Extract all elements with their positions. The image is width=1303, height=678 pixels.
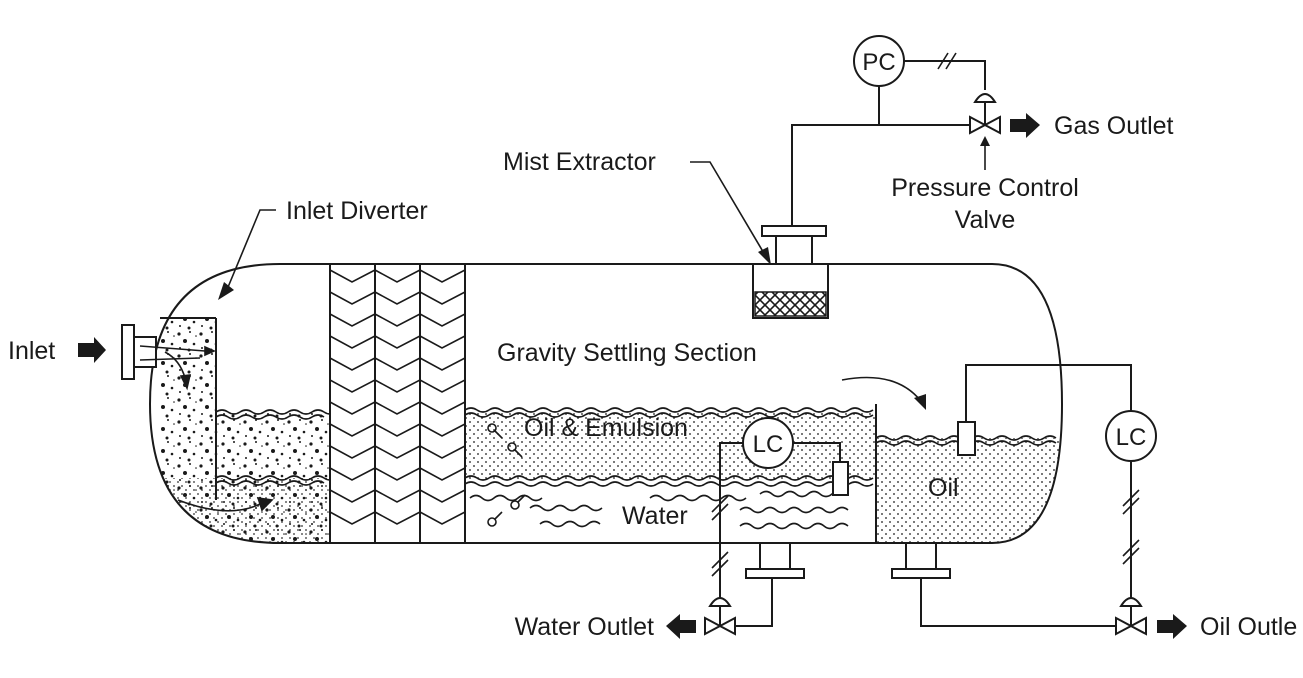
mist-extractor-label: Mist Extractor xyxy=(503,148,656,176)
interface-signal-hash-2 xyxy=(711,551,729,577)
interface-float xyxy=(832,461,849,496)
inlet-arrow-icon xyxy=(78,337,106,363)
mist-extractor xyxy=(752,263,829,319)
pcv-label-line1: Pressure Control xyxy=(891,174,1079,202)
oil-dump-valve xyxy=(1115,597,1147,636)
inlet-label: Inlet xyxy=(8,337,55,365)
water-dump-valve xyxy=(704,597,736,636)
inlet-diverter-label: Inlet Diverter xyxy=(286,197,428,225)
gas-outlet-nozzle xyxy=(761,225,827,265)
water-label: Water xyxy=(622,502,688,530)
interface-float-link xyxy=(793,442,841,462)
interface-signal-hash-1 xyxy=(711,495,729,521)
water-outlet-label: Water Outlet xyxy=(515,613,654,641)
oil-label: Oil xyxy=(928,474,959,502)
oil-level-controller-tag: LC xyxy=(1116,424,1147,451)
pressure-controller-tag: PC xyxy=(862,49,895,76)
vessel-contents xyxy=(150,318,1062,543)
pcv-pointer-head xyxy=(980,136,990,146)
pc-signal-line xyxy=(904,60,986,90)
pcv-label-line2: Valve xyxy=(955,206,1016,234)
oil-surface-main xyxy=(464,407,874,418)
oil-signal-hash-2 xyxy=(1122,539,1140,565)
gas-line xyxy=(791,124,970,226)
liquid-surface-left xyxy=(215,409,337,420)
droplet-symbols xyxy=(487,423,526,527)
water-outlet-nozzle xyxy=(745,542,805,579)
oil-float xyxy=(957,421,976,456)
inlet-flow-arrows xyxy=(139,345,274,512)
water-waves xyxy=(469,490,849,530)
baffle-pack xyxy=(329,263,466,544)
interface-signal-line xyxy=(719,442,743,598)
pc-signal-hash xyxy=(937,52,957,70)
gravity-settling-section-label: Gravity Settling Section xyxy=(497,339,757,367)
gas-outlet-label: Gas Outlet xyxy=(1054,112,1174,140)
gas-outlet-arrow-icon xyxy=(1010,113,1040,138)
inlet-diverter-leader xyxy=(225,209,276,293)
water-outlet-arrow-icon xyxy=(666,614,696,639)
mist-extractor-leader xyxy=(690,161,766,256)
oil-emulsion-label: Oil & Emulsion xyxy=(524,414,688,442)
inlet-diverter-arrowhead xyxy=(218,282,234,300)
interface-level-controller-tag: LC xyxy=(753,431,784,458)
oil-water-interface xyxy=(464,475,874,487)
pressure-control-valve xyxy=(969,93,1001,135)
oil-outlet-nozzle xyxy=(891,542,951,579)
separator-vessel xyxy=(148,263,1064,544)
water-outlet-line xyxy=(735,578,773,627)
oil-outlet-arrow-icon xyxy=(1157,614,1187,639)
inlet-nozzle xyxy=(121,324,157,380)
liquid-surface-interface-left xyxy=(215,475,337,486)
overflow-arrow xyxy=(841,376,921,401)
overflow-arrowhead xyxy=(914,394,926,410)
oil-emulsion-fill xyxy=(465,412,875,480)
mist-extractor-arrowhead xyxy=(758,247,771,265)
oil-outlet-label: Oil Outle xyxy=(1200,613,1297,641)
oil-outlet-line xyxy=(920,578,1116,627)
oil-signal-hash-1 xyxy=(1122,489,1140,515)
oil-float-link xyxy=(965,364,1132,422)
